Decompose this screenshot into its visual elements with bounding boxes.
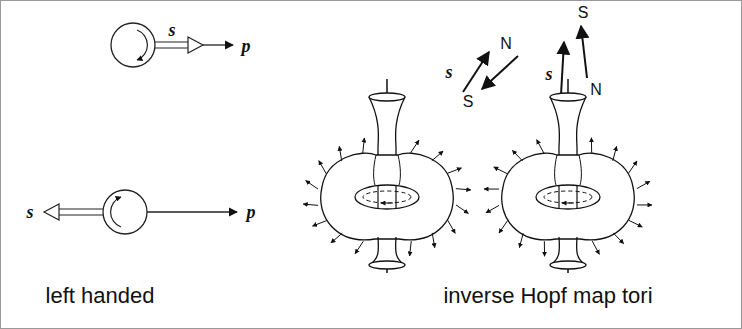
- pole-label: S: [578, 5, 589, 21]
- pole-label: N: [590, 82, 602, 98]
- particle-bottom: [44, 190, 237, 234]
- spin-label: s: [26, 203, 33, 221]
- spin-label: s: [168, 21, 175, 39]
- field-arrows: [484, 138, 652, 256]
- spin-label: s: [445, 63, 452, 81]
- field-arrows: [303, 138, 471, 256]
- caption-text: inverse Hopf map tori: [443, 285, 652, 307]
- pole-label: N: [500, 36, 512, 52]
- momentum-label: p: [242, 37, 251, 55]
- momentum-label: p: [247, 203, 256, 221]
- hopf-torus: [484, 79, 652, 273]
- pole-label: S: [463, 94, 474, 110]
- hopf-torus: [303, 79, 471, 273]
- spin-label: s: [545, 65, 552, 83]
- caption-text: left handed: [46, 285, 155, 307]
